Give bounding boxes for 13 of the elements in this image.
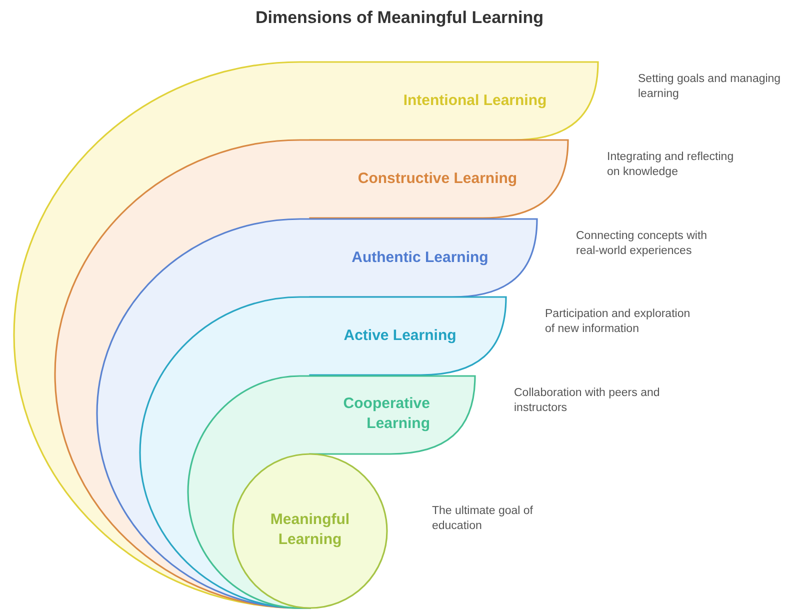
description-text: Setting goals and managing learning [638, 72, 782, 102]
description-text: Participation and exploration of new information [545, 307, 692, 337]
layer-title: Active Learning [342, 326, 458, 346]
diagram-title: Dimensions of Meaningful Learning [254, 8, 545, 28]
description-text: The ultimate goal of education [432, 504, 534, 534]
description-text: Integrating and reflecting on knowledge [607, 150, 735, 180]
layer-title: Authentic Learning [350, 248, 490, 268]
layer-title: Meaningful Learning [269, 510, 351, 550]
layer-title: Intentional Learning [402, 91, 548, 111]
description-text: Collaboration with peers and instructors [514, 386, 661, 416]
layer-title: Constructive Learning [356, 169, 518, 189]
description-text: Connecting concepts with real-world experiences [576, 229, 708, 259]
layer-title: Cooperative Learning [342, 394, 430, 434]
